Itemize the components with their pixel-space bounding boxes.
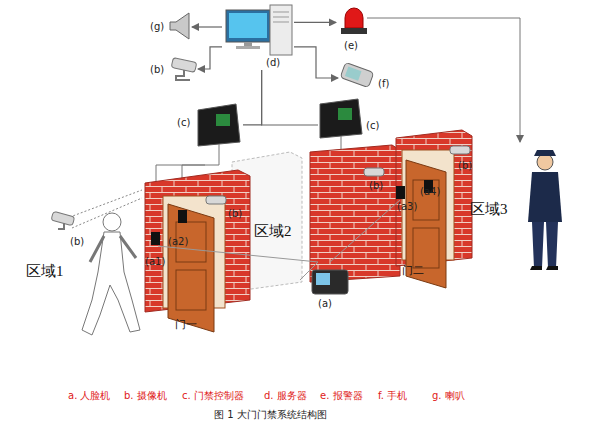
face-reader bbox=[151, 232, 160, 245]
device-node: (c) bbox=[175, 102, 243, 146]
door-inset bbox=[176, 270, 206, 310]
callout-number: (b) bbox=[228, 208, 242, 220]
callout-number: (b) bbox=[70, 236, 84, 248]
controller-board bbox=[338, 108, 352, 120]
legend-key: f. 手机 bbox=[378, 390, 407, 402]
device-node: (g) bbox=[150, 12, 192, 42]
door-inset bbox=[413, 228, 439, 268]
server-tower bbox=[270, 5, 292, 55]
legend-key: c. 门禁控制器 bbox=[182, 390, 244, 402]
server-base bbox=[236, 46, 260, 49]
coverage-dots bbox=[62, 190, 142, 228]
legend-key: e. 报警器 bbox=[320, 390, 363, 402]
callout-number: 门二 bbox=[402, 264, 424, 277]
person-arms bbox=[90, 236, 136, 262]
callout-label: (g) bbox=[150, 21, 164, 33]
guard-legs bbox=[532, 222, 558, 268]
door-panel bbox=[168, 204, 214, 332]
callout-number: (b) bbox=[369, 180, 383, 192]
face-screen bbox=[316, 273, 330, 285]
camera-bracket bbox=[58, 223, 64, 229]
connector-line bbox=[198, 47, 222, 69]
alarm-base bbox=[341, 28, 367, 34]
camera-icon bbox=[450, 146, 470, 154]
caption: 图 1 大门门禁系统结构图 bbox=[214, 409, 327, 421]
guard-body bbox=[528, 172, 562, 222]
device-node: (e) bbox=[336, 2, 372, 54]
legend-key: g. 喇叭 bbox=[432, 390, 465, 402]
device-node: (f) bbox=[338, 62, 398, 94]
camera-icon bbox=[206, 196, 226, 204]
callout-number: (b) bbox=[458, 160, 472, 172]
server-stand bbox=[244, 42, 252, 46]
region-label: 区域2 bbox=[254, 222, 292, 240]
device-node: (d) bbox=[222, 2, 294, 70]
camera-bracket bbox=[176, 70, 190, 80]
callout-label: (f) bbox=[378, 78, 389, 90]
connector-line bbox=[192, 26, 222, 27]
callout-number: (a) bbox=[318, 298, 332, 310]
camera-icon bbox=[364, 168, 384, 176]
guard-shoes bbox=[530, 266, 558, 270]
server-monitor bbox=[226, 10, 270, 42]
callout-label: (e) bbox=[344, 40, 358, 52]
face-reader bbox=[396, 186, 405, 199]
connector-line bbox=[262, 70, 318, 125]
callout-number: (a4) bbox=[420, 186, 440, 198]
callout-number: (a2) bbox=[168, 236, 188, 248]
face-machine bbox=[312, 270, 348, 294]
callout-number: (a1) bbox=[145, 256, 165, 268]
speaker-icon bbox=[170, 13, 189, 39]
device-node: (c) bbox=[318, 98, 384, 138]
legend-key: b. 摄像机 bbox=[124, 390, 167, 402]
callout-label: (c) bbox=[366, 120, 379, 132]
server-slots bbox=[273, 12, 289, 22]
person-head bbox=[103, 213, 121, 231]
callout-label: (d) bbox=[266, 57, 280, 69]
camera-icon bbox=[51, 211, 75, 225]
legend-key: a. 人脸机 bbox=[68, 390, 111, 402]
phone-screen bbox=[345, 67, 362, 81]
legend-key: d. 服务器 bbox=[264, 390, 307, 402]
callout-number: 门一 bbox=[175, 318, 197, 331]
face-reader bbox=[178, 210, 187, 223]
region-label: 区域3 bbox=[470, 200, 508, 218]
phone-body bbox=[340, 62, 374, 87]
person-body bbox=[82, 232, 140, 335]
controller-panel bbox=[198, 104, 240, 146]
connector-line bbox=[294, 22, 336, 23]
leader-line bbox=[158, 200, 400, 280]
callout-label: (c) bbox=[177, 117, 190, 129]
connector-line bbox=[243, 70, 262, 125]
alert-line bbox=[367, 18, 520, 142]
callout-label: (b) bbox=[150, 64, 164, 76]
alarm-dome bbox=[345, 8, 363, 28]
connector-line bbox=[294, 47, 338, 78]
server-screen bbox=[229, 13, 267, 38]
controller-panel bbox=[320, 99, 362, 138]
device-node: (b) bbox=[150, 55, 198, 83]
controller-board bbox=[216, 114, 230, 126]
brick-wall bbox=[310, 145, 400, 282]
guard-head bbox=[537, 154, 553, 170]
guard-cap bbox=[534, 150, 556, 156]
region-label: 区域1 bbox=[26, 262, 64, 280]
callout-number: (a3) bbox=[397, 201, 417, 213]
